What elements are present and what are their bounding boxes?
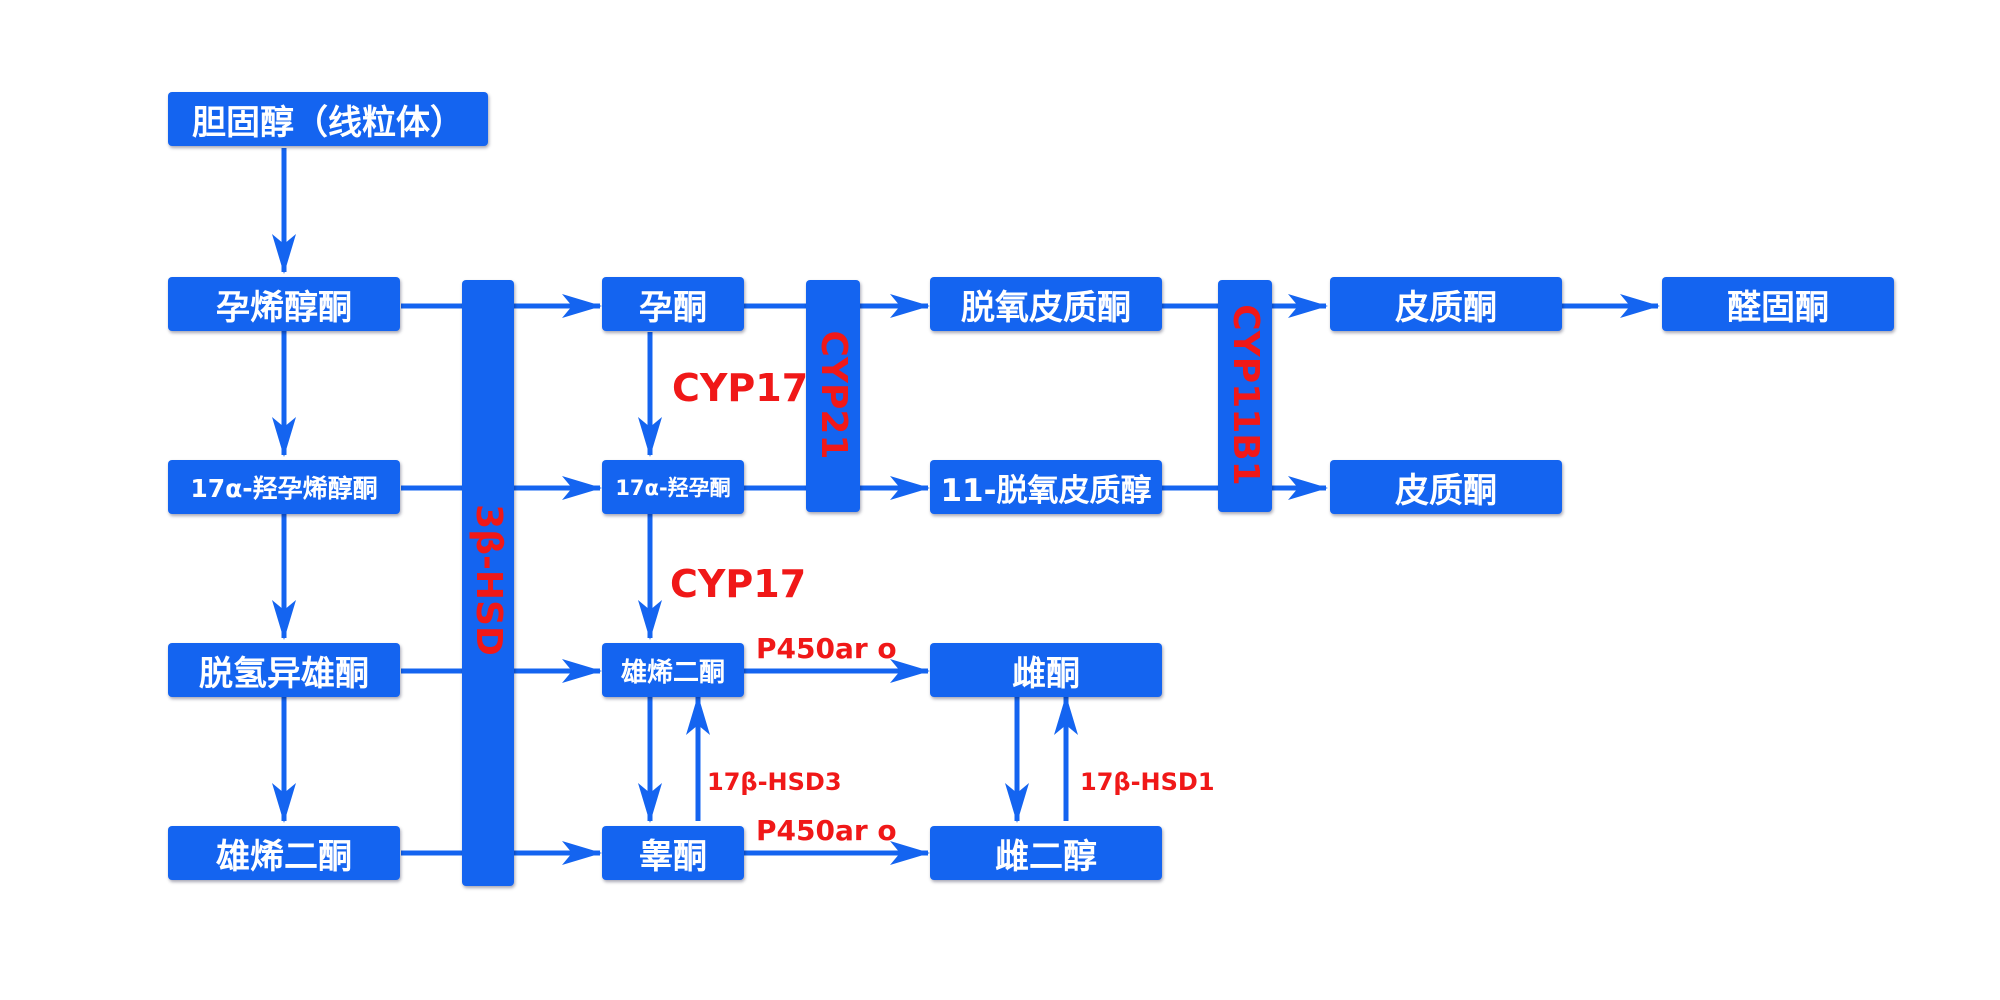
node-estrone: 雌酮 xyxy=(930,643,1162,697)
cyp11b1-label: CYP11B1 xyxy=(1225,304,1266,486)
node-cholesterol: 胆固醇（线粒体） xyxy=(168,92,488,146)
node-estradiol: 雌二醇 xyxy=(930,826,1162,880)
hsd3b-label: 3β-HSD xyxy=(468,504,509,656)
node-dhea: 脱氢异雄酮 xyxy=(168,643,400,697)
node-aldosterone: 醛固酮 xyxy=(1662,277,1894,331)
node-androstenediol: 雄烯二酮 xyxy=(168,826,400,880)
cyp17-top-label: CYP17 xyxy=(672,366,809,410)
cyp17-mid-label: CYP17 xyxy=(670,562,807,606)
aromatase-top-label: P450ar o xyxy=(756,632,897,665)
hsd3b-bar xyxy=(462,280,514,886)
node-testosterone: 睾酮 xyxy=(602,826,744,880)
node-hydroxypregnenolone: 17α-羟孕烯醇酮 xyxy=(168,460,400,514)
node-androstenedione: 雄烯二酮 xyxy=(602,643,744,697)
node-deoxycortisol: 11-脱氧皮质醇 xyxy=(930,460,1162,514)
hsd17b1-label: 17β-HSD1 xyxy=(1080,768,1215,796)
cyp21-bar xyxy=(806,280,860,512)
cyp11b1-bar xyxy=(1218,280,1272,512)
cyp21-label: CYP21 xyxy=(813,330,854,460)
node-deoxycorticosterone: 脱氧皮质酮 xyxy=(930,277,1162,331)
node-cortisol: 皮质酮 xyxy=(1330,460,1562,514)
aromatase-bottom-label: P450ar o xyxy=(756,814,897,847)
hsd17b3-label: 17β-HSD3 xyxy=(707,768,842,796)
node-progesterone: 孕酮 xyxy=(602,277,744,331)
node-hydroxyprogesterone: 17α-羟孕酮 xyxy=(602,460,744,514)
node-corticosterone: 皮质酮 xyxy=(1330,277,1562,331)
node-pregnenolone: 孕烯醇酮 xyxy=(168,277,400,331)
